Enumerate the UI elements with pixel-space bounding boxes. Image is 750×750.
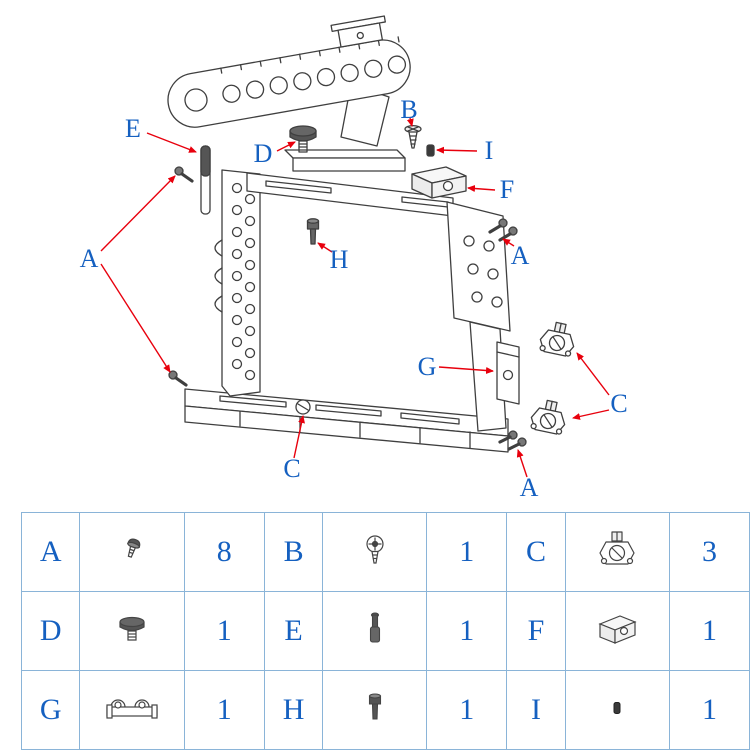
table-row: G 1 H (20, 670, 750, 750)
label-a-bottom: A (520, 473, 539, 502)
label-c-right: C (610, 389, 627, 418)
part-icon-cell (79, 670, 185, 750)
table-row: A 8 B (20, 512, 750, 592)
label-c-bottom: C (283, 454, 300, 483)
top-handle (167, 15, 411, 128)
thumb-knob-icon (119, 616, 145, 641)
part-c-clamps (530, 321, 575, 435)
part-icon-cell (564, 670, 670, 750)
phillips-screw-icon (366, 534, 384, 564)
socket-screw-icon (368, 692, 381, 720)
part-letter-cell: B (263, 512, 324, 592)
part-icon-cell (79, 512, 185, 592)
part-letter-cell: I (506, 670, 566, 750)
rod-clamp-icon (599, 530, 635, 565)
shoe-block-icon (598, 614, 637, 644)
part-letter-cell: G (20, 670, 81, 750)
part-qty-cell: 1 (183, 591, 265, 671)
diagram-labels: E B I D F H A A G C C A (80, 95, 628, 502)
part-qty-cell: 1 (426, 591, 508, 671)
part-letter-cell: F (506, 591, 566, 671)
left-rail (214, 169, 261, 397)
pan-head-screw-icon (127, 537, 141, 558)
table-row: D 1 E 1 F (20, 591, 750, 671)
part-icon-cell (564, 512, 670, 592)
plug-icon (613, 701, 621, 714)
knurled-pin-icon (369, 611, 380, 643)
label-e: E (125, 114, 141, 143)
leader-lines (100, 117, 610, 478)
part-qty-cell: 1 (668, 591, 750, 671)
part-a-screws (168, 166, 527, 451)
baseplate (184, 388, 509, 453)
part-f-shoe-block (411, 166, 467, 199)
exploded-view-diagram: E B I D F H A A G C C A (80, 15, 628, 502)
label-d: D (254, 139, 273, 168)
label-h: H (330, 245, 349, 274)
part-icon-cell (322, 512, 428, 592)
part-icon-cell (322, 670, 428, 750)
part-letter-cell: E (263, 591, 324, 671)
part-i-plug (426, 144, 435, 157)
assembly-diagram: E B I D F H A A G C C A (80, 15, 628, 502)
label-a-left: A (80, 244, 99, 273)
part-qty-cell: 1 (668, 670, 750, 750)
part-icon-cell (564, 591, 670, 671)
part-h-screw (306, 218, 320, 245)
parts-table: A 8 B (20, 512, 750, 750)
label-f: F (500, 175, 514, 204)
part-icon-cell (322, 591, 428, 671)
part-g-plate (496, 341, 520, 405)
part-letter-cell: H (263, 670, 324, 750)
part-qty-cell: 3 (668, 512, 750, 592)
part-e-pin (200, 145, 211, 215)
part-letter-cell: D (20, 591, 81, 671)
label-b: B (400, 95, 417, 124)
part-qty-cell: 1 (183, 670, 265, 750)
part-letter-cell: C (506, 512, 566, 592)
part-b-screw (404, 124, 422, 149)
part-qty-cell: 1 (426, 512, 508, 592)
part-d-knob (289, 125, 317, 153)
part-qty-cell: 8 (183, 512, 265, 592)
top-bar (246, 172, 454, 217)
part-icon-cell (79, 591, 185, 671)
label-g: G (418, 352, 437, 381)
rail-bracket-icon (106, 698, 158, 719)
part-qty-cell: 1 (426, 670, 508, 750)
label-a-right: A (511, 241, 530, 270)
part-letter-cell: A (20, 512, 81, 592)
label-i: I (485, 136, 494, 165)
